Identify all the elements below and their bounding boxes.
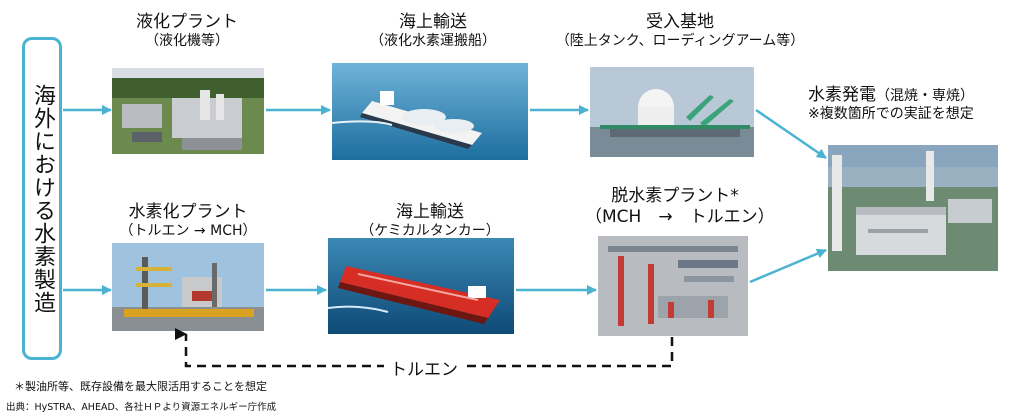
liquefaction-plant-subtitle: （液化機等） xyxy=(145,33,229,50)
hydrogenation-plant-photo xyxy=(112,243,264,331)
receiving-terminal-title: 受入基地 xyxy=(646,12,714,32)
toluene-return-label: トルエン xyxy=(384,355,464,380)
receiving-terminal-photo xyxy=(590,67,754,157)
hydrogen-power-title-note: （混焼・専焼） xyxy=(876,88,974,104)
hydrogenation-plant-title: 水素化プラント xyxy=(128,202,248,222)
liquefaction-plant-label: 液化プラント （液化機等） xyxy=(112,12,262,51)
receiving-terminal-label: 受入基地 （陸上タンク、ローディングアーム等） xyxy=(545,12,815,51)
sea-transport-lh2-label: 海上輸送 （液化水素運搬船） xyxy=(338,12,528,51)
lh2-carrier-ship-photo xyxy=(332,63,528,160)
sea-transport-lh2-title: 海上輸送 xyxy=(399,12,467,32)
liquefaction-plant-photo xyxy=(112,68,264,154)
overseas-production-label: 海外における水素製造 xyxy=(30,83,55,314)
sea-transport-mch-title: 海上輸送 xyxy=(396,202,464,222)
hydrogen-power-label: 水素発電（混焼・専焼） ※複数箇所での実証を想定 xyxy=(808,85,1024,124)
overseas-production-box: 海外における水素製造 xyxy=(22,37,62,360)
sea-transport-mch-label: 海上輸送 （ケミカルタンカー） xyxy=(350,202,510,241)
hydrogenation-plant-subtitle: （トルエン → MCH） xyxy=(119,223,257,240)
footnote: ＊製油所等、既存設備を最大限活用することを想定 xyxy=(14,380,267,393)
hydrogen-power-title: 水素発電 xyxy=(808,85,876,105)
dehydrogenation-plant-title: 脱水素プラント* xyxy=(611,186,739,206)
receiving-terminal-subtitle: （陸上タンク、ローディングアーム等） xyxy=(555,33,805,50)
sea-transport-mch-subtitle: （ケミカルタンカー） xyxy=(360,223,500,240)
chemical-tanker-photo xyxy=(328,238,514,334)
source-note: 出典：HySTRA、AHEAD、各社ＨＰより資源エネルギー庁作成 xyxy=(6,402,277,413)
arrow-dehydrogenation-to-power xyxy=(749,248,827,284)
dehydrogenation-plant-subtitle: （MCH → トルエン） xyxy=(585,207,775,228)
dehydrogenation-plant-photo xyxy=(598,236,748,336)
hydrogen-power-subtitle: ※複数箇所での実証を想定 xyxy=(808,106,974,123)
hydrogenation-plant-label: 水素化プラント （トルエン → MCH） xyxy=(108,202,268,241)
power-plant-photo xyxy=(828,145,998,271)
dehydrogenation-plant-label: 脱水素プラント* （MCH → トルエン） xyxy=(585,186,775,229)
arrow-terminal-to-power xyxy=(755,108,827,160)
sea-transport-lh2-subtitle: （液化水素運搬船） xyxy=(370,33,496,50)
liquefaction-plant-title: 液化プラント xyxy=(136,12,238,32)
